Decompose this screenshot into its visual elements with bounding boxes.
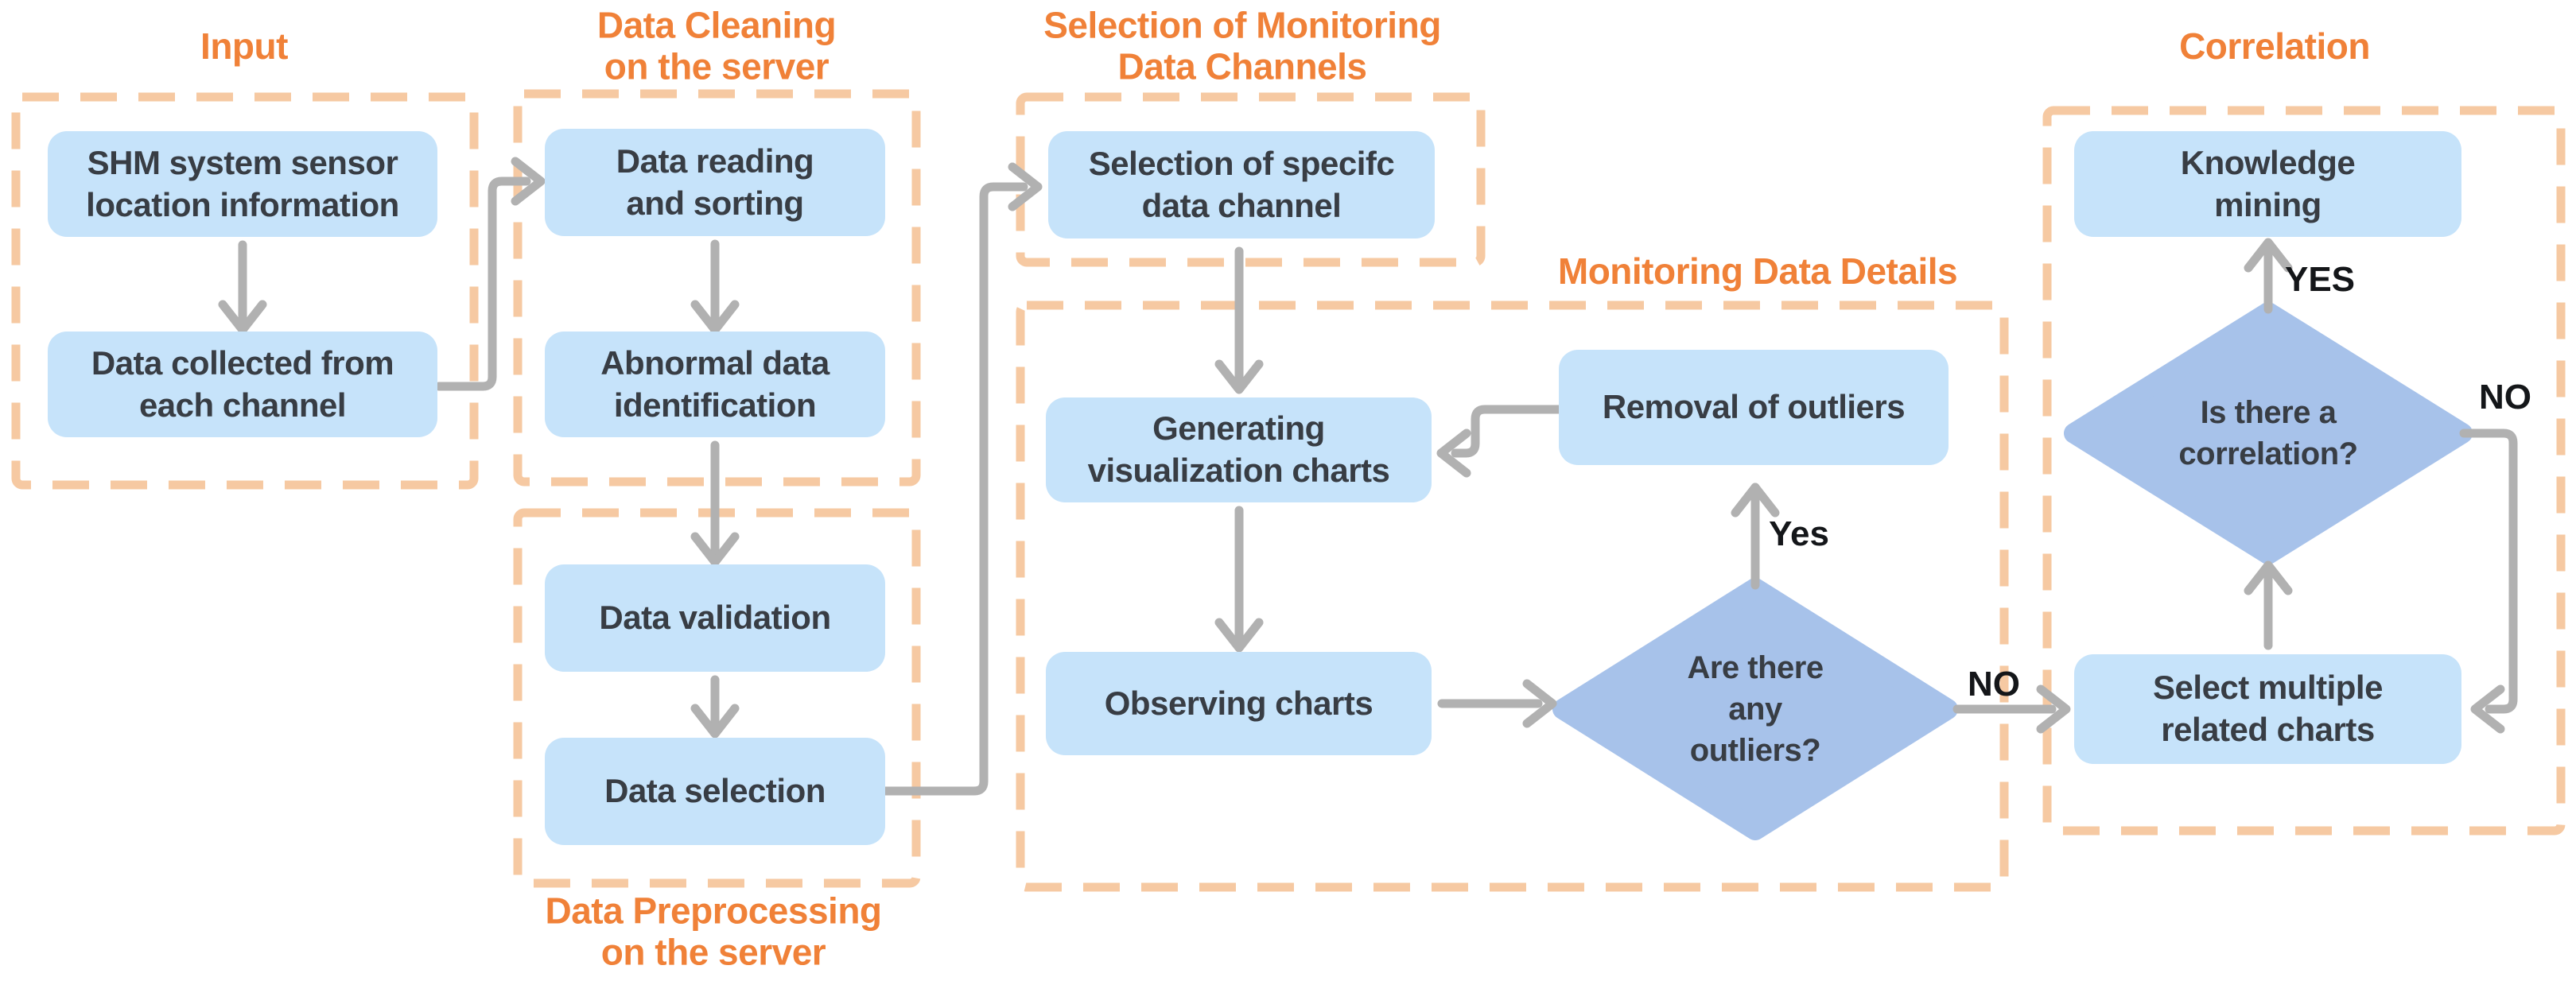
input-section-title: Input (200, 25, 288, 67)
data-cleaning-section-title: Data Cleaning on the server (596, 4, 837, 87)
arrow-correlation-no-loop (2459, 428, 2518, 734)
outliers-no-label: NO (1968, 665, 2020, 704)
channel-selection-section-border (1016, 92, 1486, 267)
arrow-removal-to-generating (1436, 405, 1564, 478)
channel-selection-section-title: Selection of Monitoring Data Channels (1043, 4, 1441, 87)
correlation-section-border (2042, 106, 2566, 836)
correlation-section-title: Correlation (2179, 25, 2370, 67)
node-specific-channel: Selection of specifc data channel (1048, 131, 1435, 238)
arrow-select-charts-to-correlation-decision (2244, 560, 2293, 650)
outliers-decision-label: Are there any outliers? (1687, 650, 1824, 768)
arrow-observing-to-outliers-decision (1437, 679, 1557, 728)
monitoring-details-section-border (1016, 301, 2009, 892)
node-abnormal-data: Abnormal data identification (545, 332, 885, 437)
arrow-validation-to-selection (690, 675, 740, 739)
arrow-reading-to-abnormal (690, 239, 740, 335)
correlation-no-label: NO (2479, 378, 2531, 417)
node-data-selection: Data selection (545, 738, 885, 845)
node-generating-charts: Generating visualization charts (1046, 397, 1432, 502)
correlation-decision-label: Is there a correlation? (2178, 395, 2358, 471)
arrow-abnormal-to-validation (690, 440, 740, 567)
data-preprocessing-section-title: Data Preprocessing on the server (545, 890, 882, 973)
arrow-correlation-yes-to-knowledge (2244, 238, 2293, 314)
monitoring-details-section-title: Monitoring Data Details (1557, 250, 1958, 292)
node-data-reading: Data reading and sorting (545, 129, 885, 236)
data-cleaning-section-border (513, 89, 921, 487)
arrow-collected-to-reading (434, 157, 546, 391)
outliers-decision-diamond (1552, 578, 1958, 840)
arrow-selection-to-channel (880, 162, 1043, 796)
arrow-outliers-no-to-select-charts (1952, 684, 2071, 734)
node-select-charts: Select multiple related charts (2074, 654, 2461, 764)
node-data-collected: Data collected from each channel (48, 332, 437, 437)
arrow-shm-to-collected (218, 240, 267, 335)
input-section-border (11, 92, 479, 490)
node-shm-sensor: SHM system sensor location information (48, 131, 437, 237)
node-data-validation: Data validation (545, 564, 885, 672)
correlation-yes-label: YES (2284, 260, 2356, 299)
node-observing-charts: Observing charts (1046, 652, 1432, 755)
arrow-generating-to-observing (1214, 506, 1264, 653)
arrow-outliers-yes-to-removal (1731, 483, 1780, 590)
outliers-yes-label: Yes (1769, 514, 1829, 553)
node-removal-outliers: Removal of outliers (1559, 350, 1949, 465)
arrow-channel-to-generating (1214, 246, 1264, 394)
node-knowledge-mining: Knowledge mining (2074, 131, 2461, 237)
